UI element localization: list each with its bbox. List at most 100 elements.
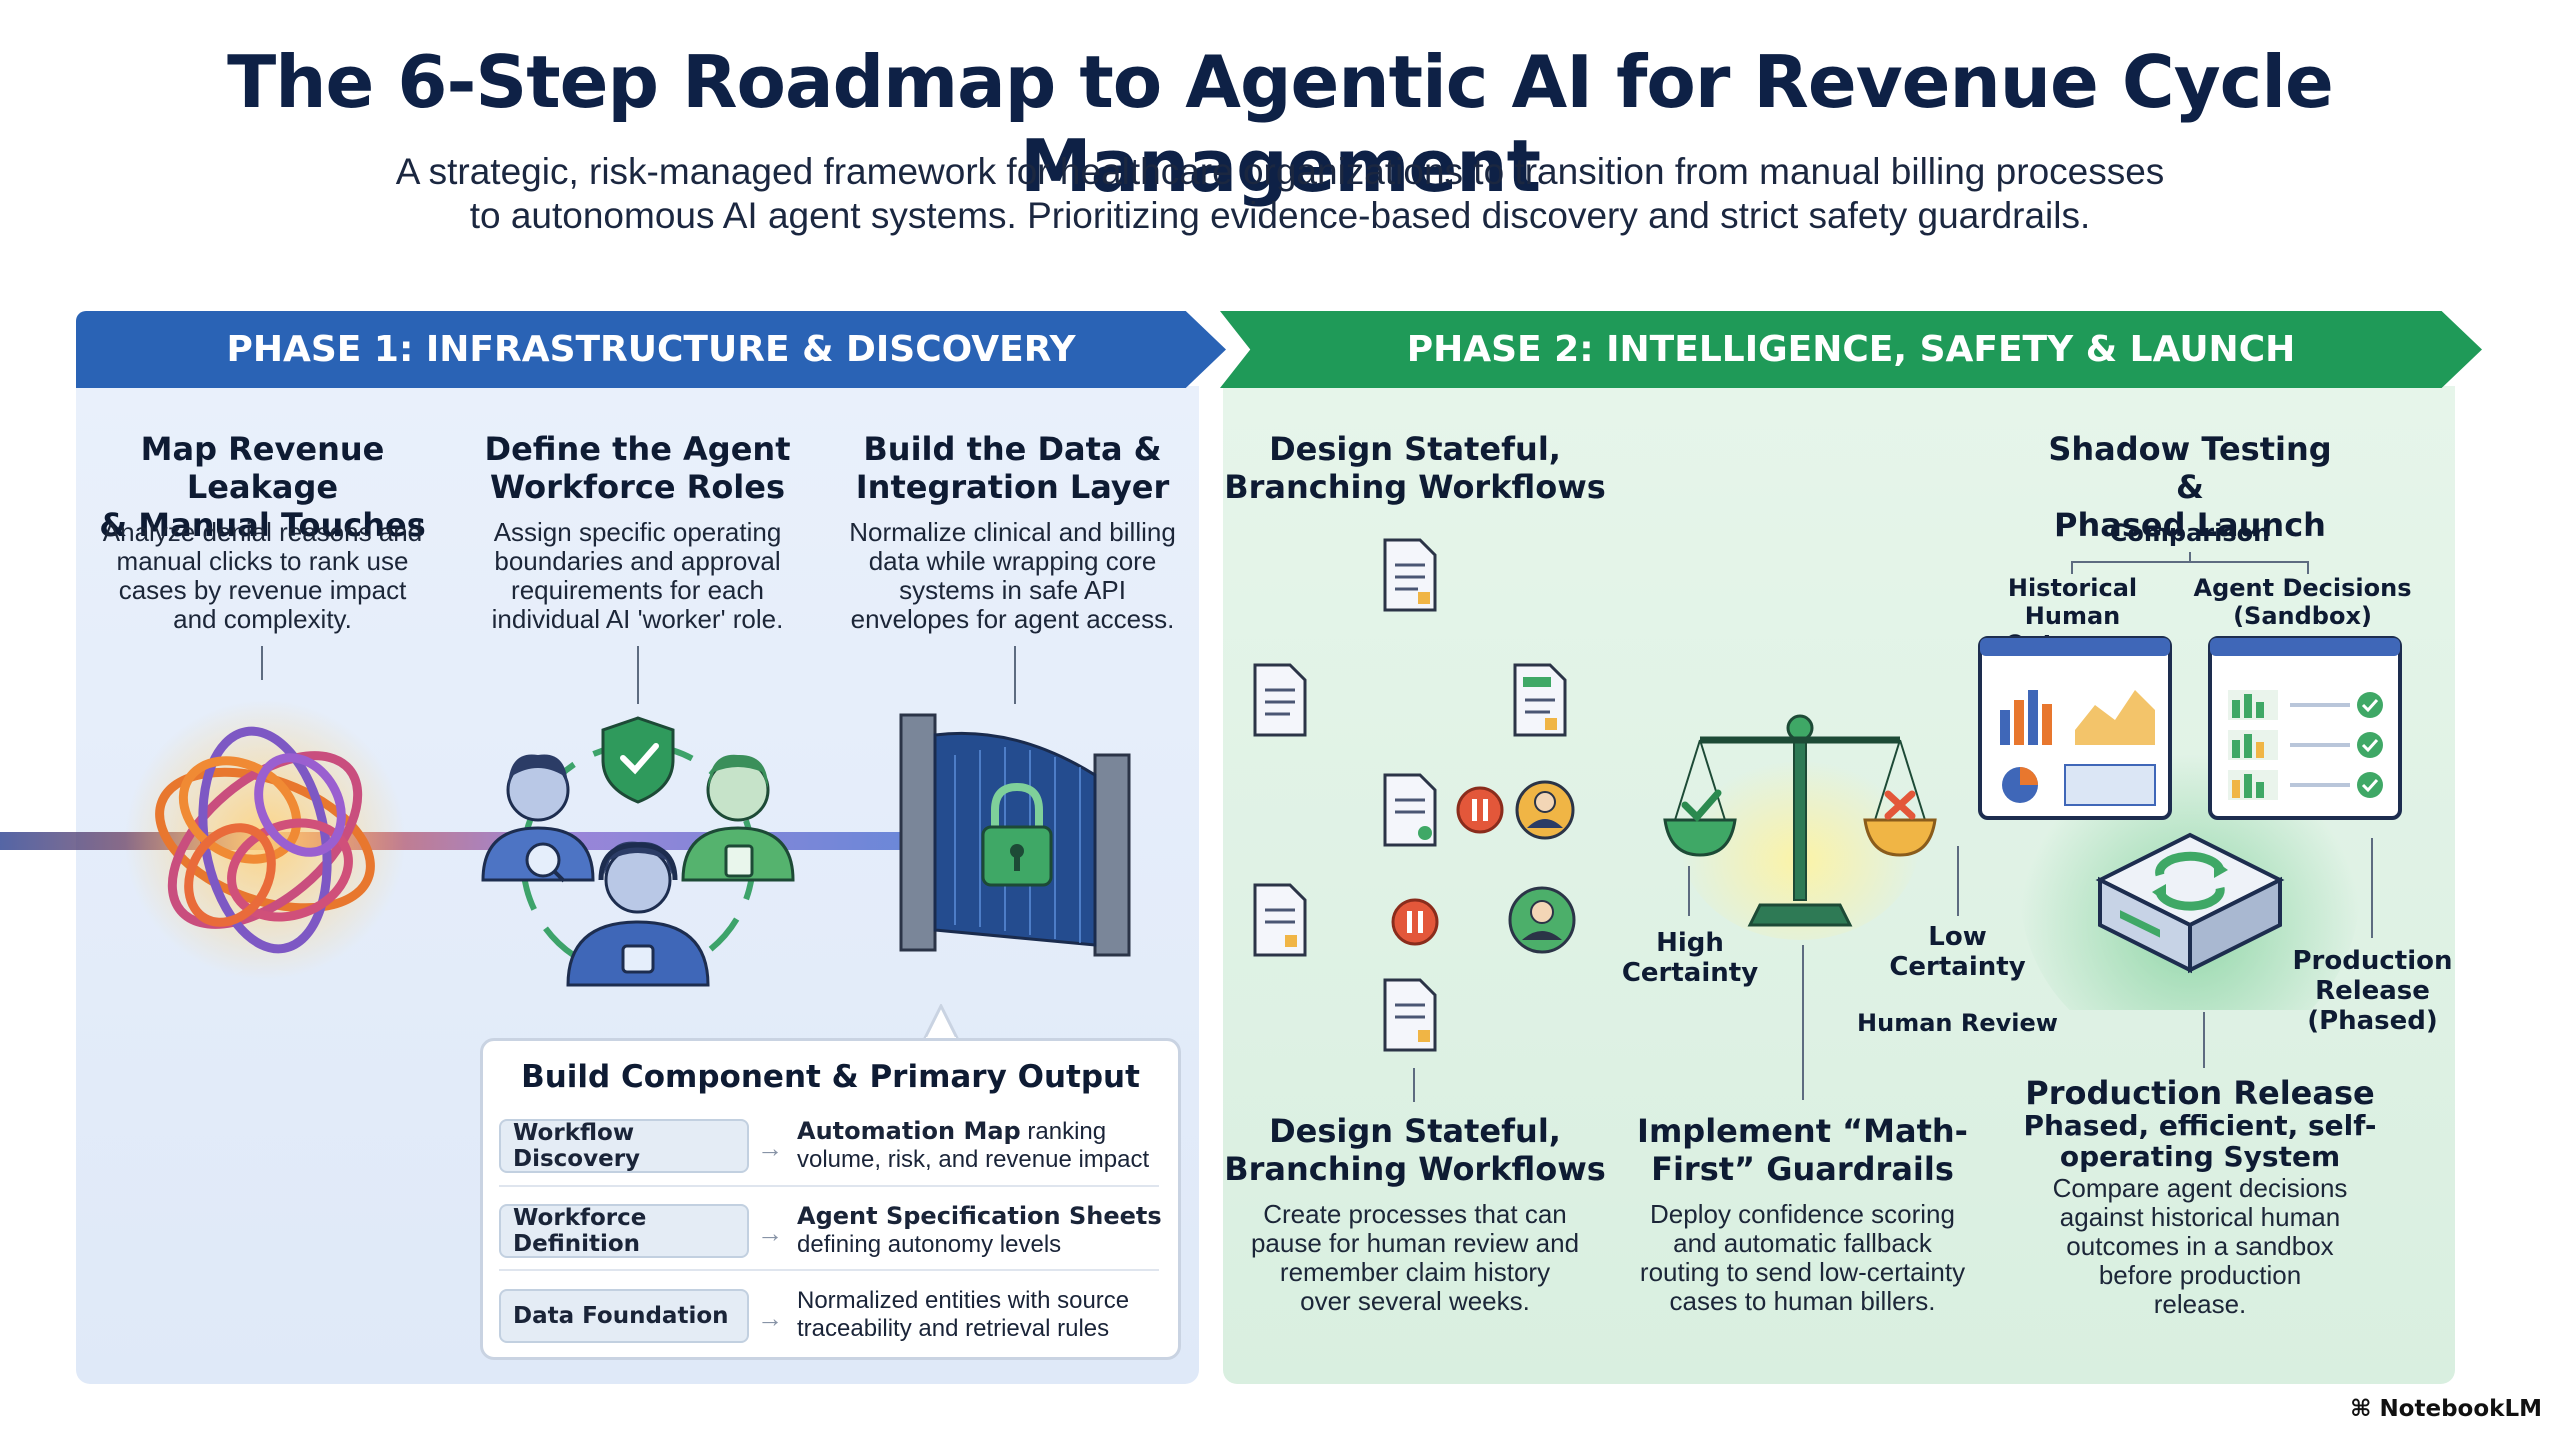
step6-desc: Compare agent decisions against historic…: [2000, 1174, 2400, 1319]
step2-desc-line: requirements for each: [511, 575, 764, 605]
label-line: (Sandbox): [2233, 602, 2372, 630]
row-divider: [499, 1269, 1159, 1271]
output-line: traceability and retrieval rules: [797, 1315, 1110, 1342]
step5-desc-line: cases to human billers.: [1669, 1286, 1936, 1316]
step4-desc-line: over several weeks.: [1300, 1286, 1530, 1316]
step6-desc-line: outcomes in a sandbox: [2066, 1231, 2334, 1261]
step5-title: Implement “Math- First” Guardrails: [1610, 1112, 1995, 1188]
subtitle-line-1: A strategic, risk-managed framework for …: [395, 151, 2165, 192]
component-pill: Workflow Discovery: [499, 1119, 749, 1173]
workflow-top-title-line: Branching Workflows: [1224, 468, 1606, 506]
step1-desc-line: manual clicks to rank use: [116, 546, 409, 576]
step6-title: Production Release: [2000, 1074, 2400, 1112]
label-line: Certainty: [1621, 958, 1759, 988]
step3-desc-line: data while wrapping core: [868, 546, 1157, 576]
step3-connector: [1014, 646, 1016, 704]
output-line: defining autonomy levels: [797, 1231, 1062, 1258]
label-line: (Phased): [2307, 1006, 2438, 1036]
label-line: Production: [2292, 946, 2453, 976]
comparison-bracket: [2071, 552, 2309, 574]
step2-desc: Assign specific operating boundaries and…: [455, 518, 820, 634]
workflow-top-title: Design Stateful, Branching Workflows: [1220, 430, 1610, 506]
release-connector: [2203, 1012, 2205, 1068]
shadow-title-line: Shadow Testing &: [2048, 430, 2332, 506]
low-certainty-label: Low Certainty: [1870, 922, 2045, 982]
step6-desc-line: release.: [2153, 1289, 2247, 1319]
step2-desc-line: boundaries and approval: [494, 546, 781, 576]
workflow-connector: [1413, 1068, 1415, 1102]
high-certainty-connector: [1688, 866, 1690, 916]
component-pill: Workforce Definition: [499, 1204, 749, 1258]
step6-desc-line: Compare agent decisions: [2052, 1173, 2348, 1203]
step2-title: Define the Agent Workforce Roles: [455, 430, 820, 506]
output-bold: Automation Map: [797, 1117, 1021, 1145]
step6-desc-line: against historical human: [2059, 1202, 2341, 1232]
phase1-banner: PHASE 1: INFRASTRUCTURE & DISCOVERY: [76, 311, 1226, 388]
document-icon: [1513, 663, 1567, 737]
step3-desc-line: envelopes for agent access.: [850, 604, 1175, 634]
arrow-right-icon: →: [757, 1133, 783, 1163]
step3-desc-line: Normalize clinical and billing: [849, 517, 1176, 547]
workflow-icons: [1253, 538, 1576, 1052]
label-line: High: [1656, 928, 1724, 958]
brand-logo: ⌘ NotebookLM: [2350, 1396, 2542, 1422]
step4-desc-line: remember claim history: [1279, 1257, 1551, 1287]
subtitle-line-2: to autonomous AI agent systems. Prioriti…: [469, 195, 2091, 236]
label-line: Certainty: [1889, 952, 2026, 982]
shield-check-icon: [601, 716, 675, 804]
step5-title-line: First” Guardrails: [1651, 1150, 1954, 1188]
step6-title-line: Production Release: [2025, 1074, 2375, 1112]
human-review-label: Human Review: [1857, 1009, 2058, 1037]
step1-desc: Analyze denial reasons and manual clicks…: [80, 518, 445, 634]
step4-desc: Create processes that can pause for huma…: [1220, 1200, 1610, 1316]
step3-desc: Normalize clinical and billing data whil…: [830, 518, 1195, 634]
row-divider: [499, 1185, 1159, 1187]
secure-gate-lock-icon: [899, 713, 1131, 957]
summary-pointer: [922, 1004, 960, 1040]
step4-title-line: Branching Workflows: [1224, 1150, 1606, 1188]
step1-desc-line: cases by revenue impact: [118, 575, 407, 605]
production-connector: [2371, 838, 2373, 938]
document-icon: [1253, 883, 1307, 957]
step5-desc-line: Deploy confidence scoring: [1650, 1199, 1955, 1229]
shadow-testing-visual: [1978, 636, 2402, 1010]
label-line: Release: [2315, 976, 2430, 1006]
brand-text: NotebookLM: [2379, 1396, 2542, 1422]
step4-title-line: Design Stateful,: [1269, 1112, 1561, 1150]
summary-row-workflow-discovery: Workflow Discovery → Automation Map rank…: [499, 1111, 1159, 1181]
step1-title-line: Map Revenue Leakage: [140, 430, 385, 506]
step1-desc-line: and complexity.: [173, 604, 352, 634]
step2-title-line: Workforce Roles: [489, 468, 786, 506]
step4-desc-line: Create processes that can: [1263, 1199, 1567, 1229]
step4-desc-line: pause for human review and: [1250, 1228, 1580, 1258]
pause-icon: [1456, 786, 1504, 834]
page-subtitle: A strategic, risk-managed framework for …: [0, 150, 2560, 238]
output-line: Normalized entities with source: [797, 1287, 1130, 1314]
step5-title-line: Implement “Math-: [1637, 1112, 1968, 1150]
step5-desc-line: and automatic fallback: [1673, 1228, 1932, 1258]
document-icon: [1383, 978, 1437, 1052]
step1-desc-line: Analyze denial reasons and: [102, 517, 423, 547]
step1-title: Map Revenue Leakage & Manual Touches: [80, 430, 445, 544]
step2-desc-line: individual AI 'worker' role.: [491, 604, 784, 634]
dashboard-chart-icon: [2208, 636, 2402, 820]
workflow-top-title-line: Design Stateful,: [1269, 430, 1561, 468]
shadow-title-line: Phased Launch: [2054, 506, 2326, 544]
step3-title-line: Integration Layer: [855, 468, 1170, 506]
step1-connector: [261, 646, 263, 680]
step4-title: Design Stateful, Branching Workflows: [1220, 1112, 1610, 1188]
step6-desc-line: before production: [2098, 1260, 2302, 1290]
output-bold: Agent Specification Sheets: [797, 1202, 1162, 1230]
page-title: The 6-Step Roadmap to Agentic AI for Rev…: [227, 40, 2334, 208]
production-release-phased-label: Production Release (Phased): [2290, 946, 2455, 1036]
step2-connector: [637, 646, 639, 704]
document-icon: [1383, 773, 1437, 847]
tangled-knot-icon: [125, 700, 405, 980]
step5-desc: Deploy confidence scoring and automatic …: [1610, 1200, 1995, 1316]
label-line: Historical: [2007, 574, 2138, 602]
agent-decisions-label: Agent Decisions (Sandbox): [2190, 574, 2415, 630]
step3-title: Build the Data & Integration Layer: [830, 430, 1195, 506]
output-line: ranking: [1020, 1118, 1107, 1145]
